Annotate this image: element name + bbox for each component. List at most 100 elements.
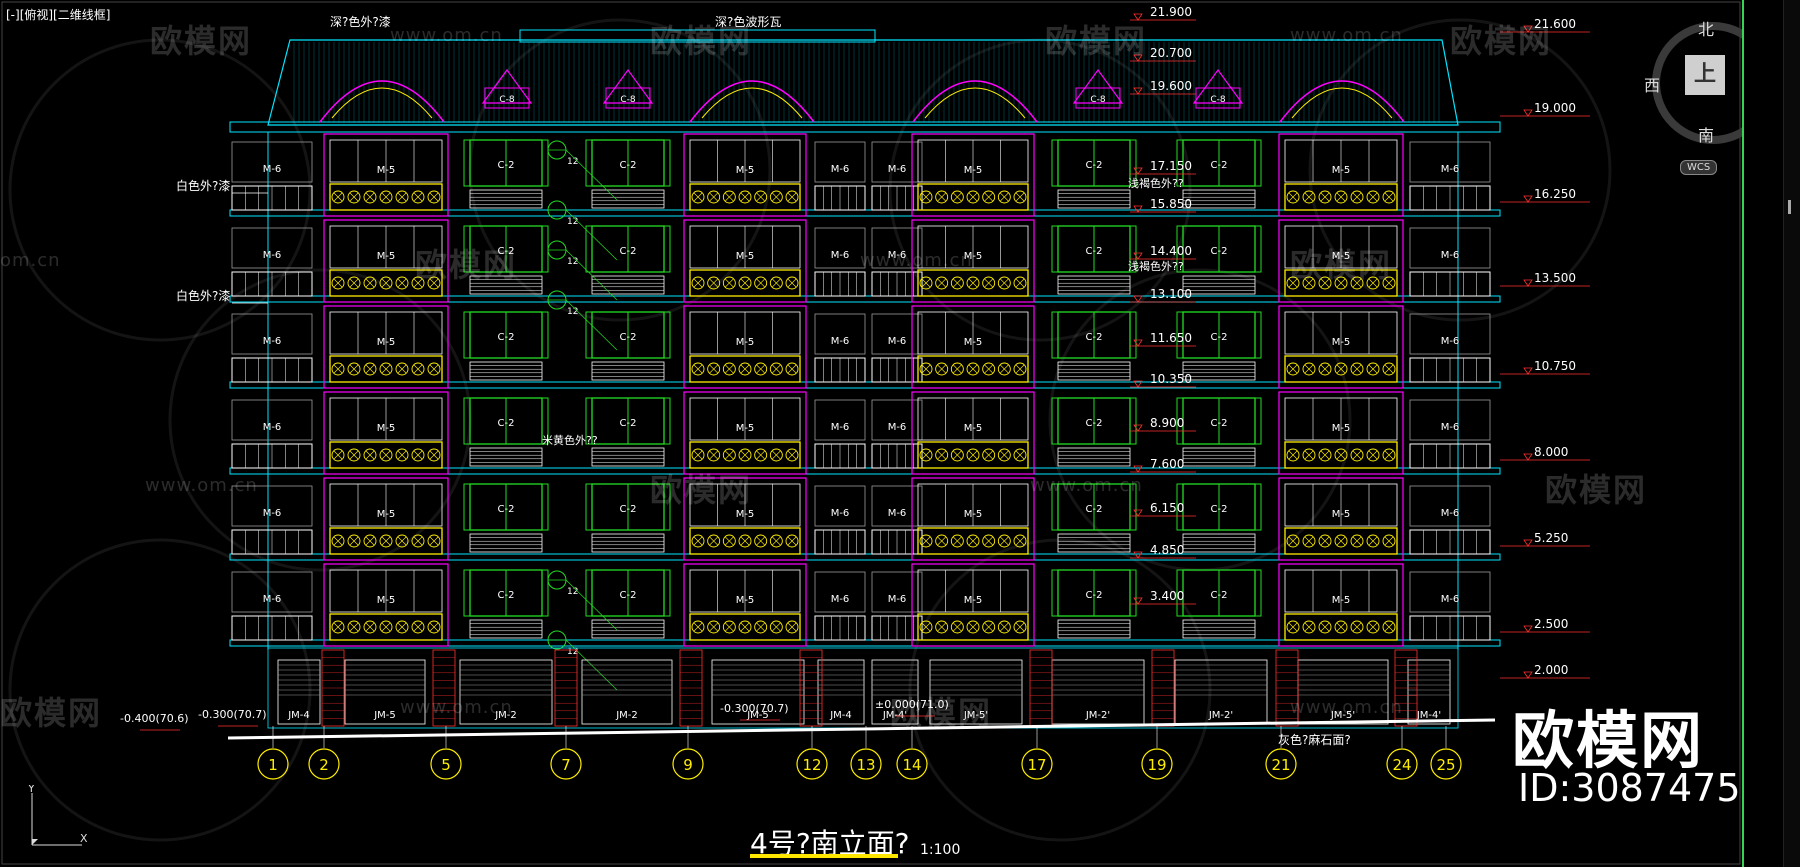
window-unit: M-6 (231, 313, 313, 383)
railing-ornament (1015, 622, 1025, 632)
window-unit: M-6 (871, 227, 923, 297)
window-label: M-5 (377, 251, 396, 262)
balcony-railing (329, 441, 443, 469)
window-unit: C-2 (1051, 311, 1137, 381)
elevation-label: 10.350 (1150, 372, 1192, 386)
elevation-label: 8.000 (1534, 445, 1568, 459)
railing-ornament (1015, 450, 1025, 460)
viewcube-top-face[interactable]: 上 (1685, 55, 1725, 95)
railing-ornament (1382, 276, 1396, 290)
railing-ornament (966, 362, 980, 376)
elevation-triangle (1133, 424, 1143, 432)
balcony-railing (329, 613, 443, 641)
railing-ornament (363, 362, 377, 376)
balcony-railing (1284, 183, 1398, 211)
railing-ornament (968, 364, 978, 374)
railing-ornament (754, 620, 768, 634)
detail-callout-label: 12 (567, 307, 578, 317)
vertical-scrollbar[interactable] (1783, 0, 1800, 867)
window-label: M-5 (1332, 337, 1351, 348)
stone-pier (432, 649, 456, 727)
scroll-thumb[interactable] (1788, 200, 1791, 214)
elevation-triangle (1133, 380, 1143, 388)
elevation-triangle (1523, 195, 1533, 203)
window-label: M-6 (1441, 594, 1460, 605)
axis-number: 5 (441, 756, 451, 774)
garage-door: JM-2 (581, 659, 673, 725)
window-label: M-5 (377, 595, 396, 606)
railing-ornament (769, 190, 783, 204)
window-label: C-2 (1086, 504, 1103, 515)
shutter (1129, 569, 1137, 617)
window-unit: M-5 (323, 219, 449, 303)
railing-ornament (921, 364, 931, 374)
shutter (541, 139, 549, 187)
railing-ornament (363, 276, 377, 290)
railing-ornament (1288, 536, 1298, 546)
railing-ornament (740, 278, 750, 288)
railing-ornament (365, 278, 375, 288)
railing-ornament (413, 192, 423, 202)
railing-ornament (1352, 192, 1362, 202)
railing-ornament (756, 364, 765, 374)
elevation-label: 10.750 (1534, 359, 1576, 373)
railing-ornament (709, 278, 718, 288)
axis-number: 19 (1147, 756, 1166, 774)
railing-ornament (363, 534, 377, 548)
ground-level-label: -0.300(70.7) (198, 708, 267, 721)
elevation-triangle (1523, 539, 1533, 547)
window-unit: C-2 (585, 139, 671, 209)
dormer-window (484, 87, 530, 109)
railing-ornament (1286, 362, 1300, 376)
balcony-railing (917, 269, 1029, 297)
railing-ornament (769, 362, 783, 376)
railing-ornament (1286, 448, 1300, 462)
railing-ornament (1366, 362, 1380, 376)
shutter (463, 311, 471, 359)
door-label: JM-2 (494, 710, 517, 721)
elevation-label: 21.600 (1534, 17, 1576, 31)
railing-ornament (411, 534, 425, 548)
ac-louvre (591, 619, 665, 639)
window-unit: M-5 (683, 391, 807, 475)
shutter (663, 483, 671, 531)
watermark-url: www.om.cn (390, 25, 503, 46)
window-frame (1409, 571, 1491, 613)
railing-ornament (379, 190, 393, 204)
middle-note: 米黄色外?? (542, 433, 598, 447)
shutter (1254, 311, 1262, 359)
watermark-brand: 欧模网 (1545, 471, 1648, 509)
stone-pier (321, 649, 345, 727)
window-label: C-2 (1211, 590, 1228, 601)
railing-ornament (691, 534, 705, 548)
window-unit: M-5 (911, 305, 1035, 389)
railing-ornament (984, 192, 993, 202)
elevation-triangle (1523, 109, 1533, 117)
shutter (1051, 397, 1059, 445)
railing-ornament (756, 536, 765, 546)
window-unit: M-6 (871, 571, 923, 641)
compass-south[interactable]: 南 (1698, 126, 1715, 145)
railing-ornament (966, 276, 980, 290)
railing-ornament (347, 534, 361, 548)
window-label: M-6 (831, 508, 850, 519)
railing-ornament (331, 534, 345, 548)
window-frame (231, 227, 313, 269)
compass-west[interactable]: 西 (1644, 76, 1661, 95)
railing-ornament (1352, 278, 1362, 288)
railing-ornament (1000, 622, 1009, 632)
wcs-menu-button[interactable]: WCS (1680, 160, 1718, 175)
window-frame (911, 219, 1035, 303)
watermark-ring (8, 38, 312, 342)
viewport-label[interactable]: [-][俯视][二维线框] (6, 8, 111, 22)
ground-line (227, 718, 1496, 740)
railing-ornament (754, 190, 768, 204)
watermark-brand: 欧模网 (415, 246, 518, 284)
ground-level-label: -0.400(70.6) (120, 712, 189, 725)
railing-ornament (427, 276, 441, 290)
window-label: M-6 (831, 336, 850, 347)
compass-north[interactable]: 北 (1698, 20, 1715, 39)
railing-ornament (1366, 534, 1380, 548)
balcony-railing (689, 527, 801, 555)
